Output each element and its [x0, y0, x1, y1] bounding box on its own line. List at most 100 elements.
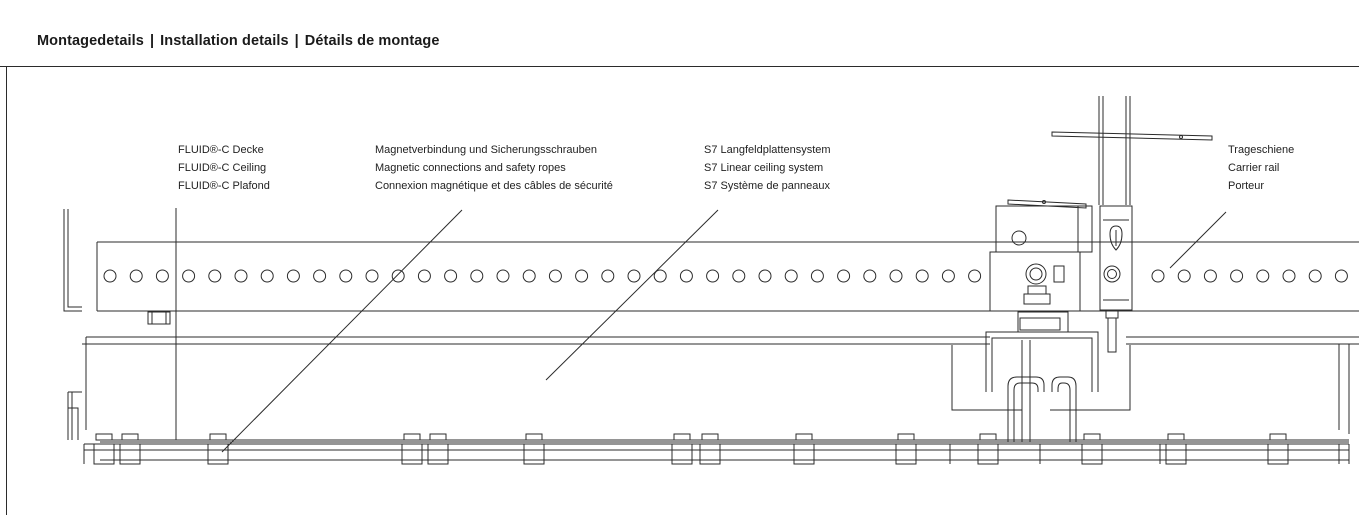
- clip-nut: [1019, 317, 1061, 331]
- page-title: Montagedetails|Installation details|Déta…: [37, 33, 440, 49]
- label-line: FLUID®-C Ceiling: [178, 162, 267, 174]
- leader-rail: [1169, 211, 1227, 269]
- magnet-fixing: [1081, 433, 1103, 465]
- label-magnetic-connections: Magnetverbindung und Sicherungsschrauben…: [375, 141, 613, 195]
- s-hook-left: [1007, 376, 1045, 442]
- magnet-fixing: [401, 433, 423, 465]
- rail-hole: [837, 269, 851, 283]
- title-de: Montagedetails: [37, 33, 144, 49]
- magnet-fixing: [977, 433, 999, 465]
- rail-hole: [496, 269, 510, 283]
- panel-end-cap: [67, 391, 82, 440]
- rail-hole: [784, 269, 798, 283]
- magnet-fixings: [93, 433, 1289, 465]
- rail-hole: [1282, 269, 1296, 283]
- rail-hole: [575, 269, 589, 283]
- label-line: FLUID®-C Plafond: [178, 180, 270, 192]
- s-hook-right: [1051, 376, 1077, 442]
- rail-hole: [417, 269, 431, 283]
- rail-holes: [103, 269, 1348, 283]
- label-line: S7 Système de panneaux: [704, 180, 830, 192]
- header-bar: Montagedetails|Installation details|Déta…: [0, 0, 1359, 67]
- label-line: Magnetverbindung und Sicherungsschrauben: [375, 144, 597, 156]
- magnet-fixing: [93, 433, 115, 465]
- magnet-fixing: [119, 433, 141, 465]
- hanger-block: [989, 205, 1093, 312]
- rail-hole: [810, 269, 824, 283]
- wall-angle: [63, 209, 82, 312]
- leader-s7: [545, 209, 719, 381]
- magnet-fixing: [671, 433, 693, 465]
- rail-hole: [313, 269, 327, 283]
- rail-hole: [444, 269, 458, 283]
- omega-clip: [985, 311, 1099, 392]
- rail-hole: [260, 269, 274, 283]
- label-line: Trageschiene: [1228, 144, 1295, 156]
- s7-panel-outline: [82, 336, 1359, 434]
- magnet-fixing: [793, 433, 815, 465]
- rail-hole: [286, 269, 300, 283]
- label-line: Porteur: [1228, 180, 1265, 192]
- rail-hole: [182, 269, 196, 283]
- leader-lines: [175, 208, 1227, 453]
- carrier-rail: [96, 241, 1359, 312]
- rail-hole: [941, 269, 955, 283]
- rail-hole: [889, 269, 903, 283]
- rail-hole: [208, 269, 222, 283]
- title-separator: |: [149, 33, 155, 49]
- rail-nut: [147, 311, 171, 325]
- rail-hole: [679, 269, 693, 283]
- label-line: S7 Linear ceiling system: [704, 162, 824, 174]
- title-separator: |: [294, 33, 299, 49]
- rail-hole: [601, 269, 615, 283]
- rail-hole: [522, 269, 536, 283]
- rail-hole: [1177, 269, 1191, 283]
- rail-hole: [706, 269, 720, 283]
- rail-hole: [863, 269, 877, 283]
- magnet-fixing: [699, 433, 721, 465]
- rail-hole: [548, 269, 562, 283]
- rail-hole: [103, 269, 117, 283]
- rail-hole: [1334, 269, 1348, 283]
- rail-hole: [915, 269, 929, 283]
- rail-hole: [470, 269, 484, 283]
- rail-hole: [129, 269, 143, 283]
- label-carrier-rail: Trageschiene Carrier rail Porteur: [1228, 141, 1294, 195]
- title-fr: Détails de montage: [304, 33, 440, 49]
- magnet-fixing: [895, 433, 917, 465]
- rail-hole: [391, 269, 405, 283]
- label-line: Carrier rail: [1228, 162, 1280, 174]
- clip-bracket: [951, 345, 1131, 411]
- spring-plate-lower: [1007, 199, 1087, 209]
- panel-bottom: [83, 433, 1350, 465]
- label-line: FLUID®-C Decke: [178, 144, 264, 156]
- rail-hole: [339, 269, 353, 283]
- rail-hole: [732, 269, 746, 283]
- rail-hole: [155, 269, 169, 283]
- rail-hole: [1256, 269, 1270, 283]
- spring-plate-top: [1051, 131, 1213, 141]
- hanger-rods: [1098, 96, 1131, 205]
- magnet-fixing: [1165, 433, 1187, 465]
- rail-hole: [758, 269, 772, 283]
- label-s7-system: S7 Langfeldplattensystem S7 Linear ceili…: [704, 141, 831, 195]
- rail-hole: [968, 269, 982, 283]
- hanger-bracket: [1099, 205, 1133, 353]
- rail-hole: [653, 269, 667, 283]
- frame-left-border: [6, 66, 7, 515]
- rail-hole: [1203, 269, 1217, 283]
- label-line: Magnetic connections and safety ropes: [375, 162, 566, 174]
- magnet-fixing: [427, 433, 449, 465]
- rail-hole: [1151, 269, 1165, 283]
- leader-magnet: [221, 209, 463, 453]
- rail-hole: [365, 269, 379, 283]
- label-line: Connexion magnétique et des câbles de sé…: [375, 180, 613, 192]
- rail-hole: [1308, 269, 1322, 283]
- label-fluid-ceiling: FLUID®-C Decke FLUID®-C Ceiling FLUID®-C…: [178, 141, 270, 195]
- rail-hole: [234, 269, 248, 283]
- magnet-fixing: [207, 433, 229, 465]
- label-line: S7 Langfeldplattensystem: [704, 144, 831, 156]
- rail-hole: [1230, 269, 1244, 283]
